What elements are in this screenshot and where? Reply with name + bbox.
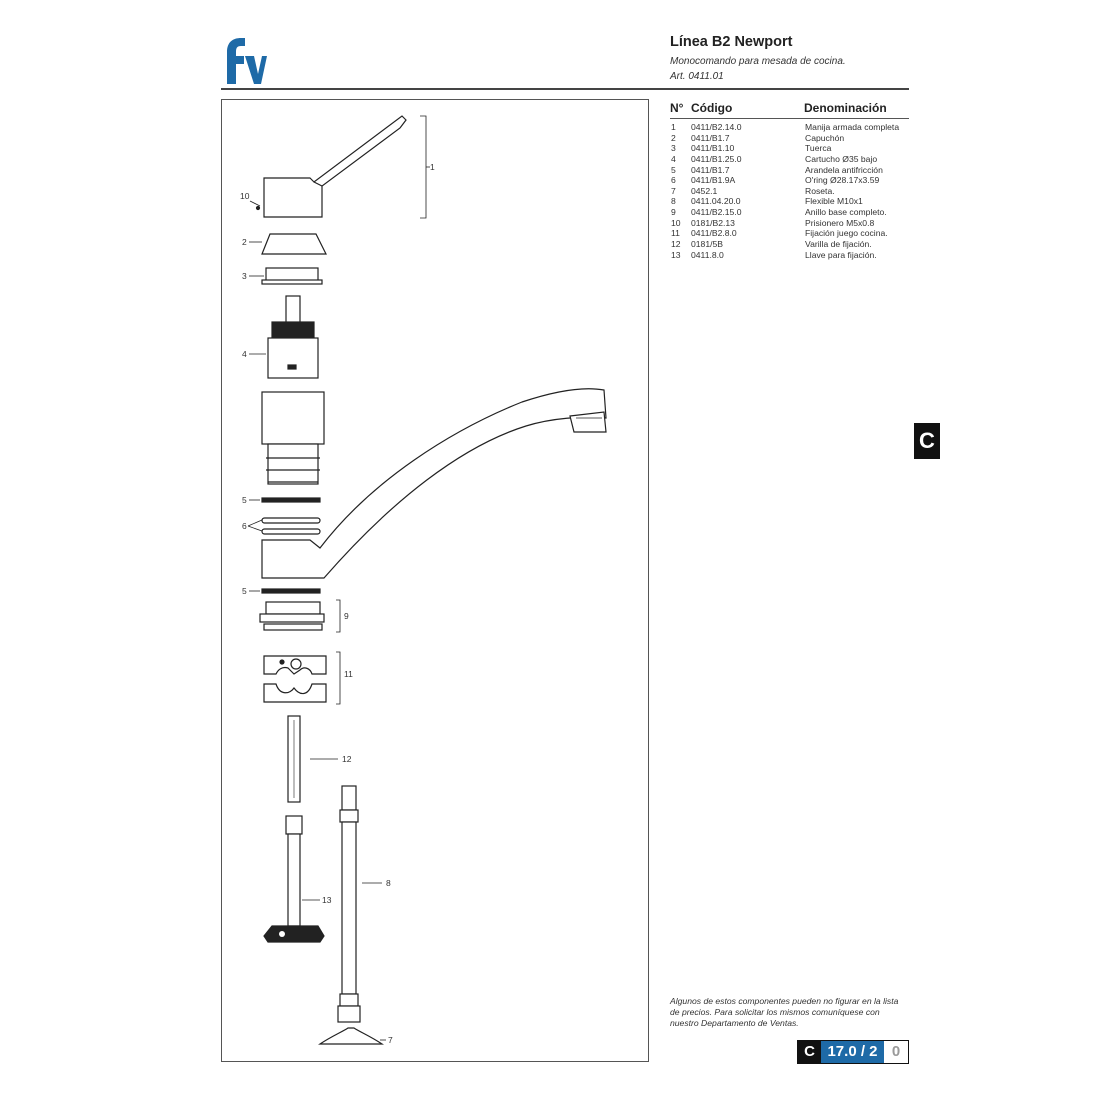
part-name: Capuchón: [805, 132, 845, 143]
part-code: 0411/B1.10: [691, 143, 735, 154]
callout-5-lower: 5: [242, 586, 247, 596]
table-row: 9 0411/B2.15.0 Anillo base completo.: [670, 207, 909, 218]
column-header-name: Denominación: [804, 101, 887, 115]
part-code: 0411/B2.15.0: [691, 207, 742, 218]
part-name: Fijación juego cocina.: [805, 228, 888, 239]
table-row: 12 0181/5B Varilla de fijación.: [670, 239, 909, 250]
table-row: 10 0181/B2.13 Prisionero M5x0.8: [670, 218, 909, 229]
callout-10: 10: [240, 191, 250, 201]
part-name: O'ring Ø28.17x3.59: [805, 175, 880, 186]
table-row: 8 0411.04.20.0 Flexible M10x1: [670, 196, 909, 207]
exploded-view-diagram: 1 10 2 3 4 5 6 5 9 11 12 8 13 7: [240, 115, 607, 1045]
fv-logo-icon: [227, 38, 267, 84]
part-name: Arandela antifricción: [805, 164, 883, 175]
table-row: 11 0411/B2.8.0 Fijación juego cocina.: [670, 228, 909, 239]
parts-table-body: 1 0411/B2.14.0 Manija armada completa 2 0411…: [670, 122, 909, 260]
parts-table-divider: [670, 118, 909, 119]
part-code: 0411/B1.9A: [691, 175, 736, 186]
part-number: 8: [671, 196, 676, 207]
part-code: 0411.04.20.0: [691, 196, 741, 207]
callout-7: 7: [388, 1035, 393, 1045]
part-number: 5: [671, 164, 676, 175]
part-name: Llave para fijación.: [805, 249, 877, 260]
part-number: 7: [671, 185, 676, 196]
part-number: 6: [671, 175, 676, 186]
page-title: Línea B2 Newport: [670, 34, 793, 50]
table-row: 2 0411/B1.7 Capuchón: [670, 133, 909, 144]
table-row: 4 0411/B1.25.0 Cartucho Ø35 bajo: [670, 154, 909, 165]
table-row: 13 0411.8.0 Llave para fijación.: [670, 250, 909, 261]
part-code: 0411/B1.25.0: [691, 153, 742, 164]
callout-13: 13: [322, 895, 332, 905]
part-number: 2: [671, 132, 676, 143]
part-number: 11: [671, 228, 680, 239]
part-number: 9: [671, 207, 676, 218]
handle-drawing: [255, 115, 407, 218]
part-name: Prisionero M5x0.8: [805, 217, 875, 228]
availability-note: Algunos de estos componentes pueden no f…: [670, 996, 899, 1028]
part-number: 3: [671, 143, 676, 154]
header-divider: [221, 88, 909, 90]
page-badge-section: C: [798, 1041, 821, 1063]
part-number: 10: [671, 217, 681, 228]
table-row: 7 0452.1 Roseta.: [670, 186, 909, 197]
part-code: 0452.1: [691, 185, 718, 196]
table-row: 5 0411/B1.7 Arandela antifricción: [670, 165, 909, 176]
column-header-number: N°: [670, 101, 684, 115]
product-description: Monocomando para mesada de cocina.: [670, 56, 846, 67]
table-row: 3 0411/B1.10 Tuerca: [670, 143, 909, 154]
part-name: Cartucho Ø35 bajo: [805, 153, 878, 164]
page-badge-number: 17.0 / 2: [821, 1041, 884, 1063]
table-row: 6 0411/B1.9A O'ring Ø28.17x3.59: [670, 175, 909, 186]
callout-5-upper: 5: [242, 495, 247, 505]
part-code: 0411/B2.8.0: [691, 228, 737, 239]
section-tab: C: [914, 423, 940, 459]
part-code: 0411/B2.14.0: [691, 122, 742, 132]
part-number: 1: [671, 122, 676, 132]
part-code: 0411/B1.7: [691, 132, 730, 143]
page-badge-revision: 0: [884, 1041, 908, 1063]
callout-8: 8: [386, 878, 391, 888]
callout-6: 6: [242, 521, 247, 531]
part-code: 0411.8.0: [691, 249, 724, 260]
callout-1: 1: [430, 162, 435, 172]
callout-9: 9: [344, 611, 349, 621]
callout-3: 3: [242, 271, 247, 281]
part-code: 0411/B1.7: [691, 164, 730, 175]
part-number: 13: [671, 249, 681, 260]
part-name: Tuerca: [805, 143, 832, 154]
part-name: Varilla de fijación.: [805, 239, 872, 250]
parts-table-header: N° Código Denominación: [670, 101, 909, 117]
exploded-view-frame: [221, 99, 649, 1062]
callout-2: 2: [242, 237, 247, 247]
article-number: Art. 0411.01: [670, 71, 724, 82]
callout-4: 4: [242, 349, 247, 359]
callout-12: 12: [342, 754, 352, 764]
column-header-code: Código: [691, 101, 733, 115]
part-name: Roseta.: [805, 185, 835, 196]
callout-11: 11: [344, 669, 353, 679]
part-name: Flexible M10x1: [805, 196, 863, 207]
part-number: 12: [671, 239, 681, 250]
part-number: 4: [671, 153, 676, 164]
page-badge: C 17.0 / 2 0: [797, 1040, 909, 1064]
part-name: Anillo base completo.: [805, 207, 887, 218]
part-name: Manija armada completa: [805, 122, 900, 132]
part-code: 0181/5B: [691, 239, 724, 250]
table-row: 1 0411/B2.14.0 Manija armada completa: [670, 122, 909, 133]
part-code: 0181/B2.13: [691, 217, 735, 228]
